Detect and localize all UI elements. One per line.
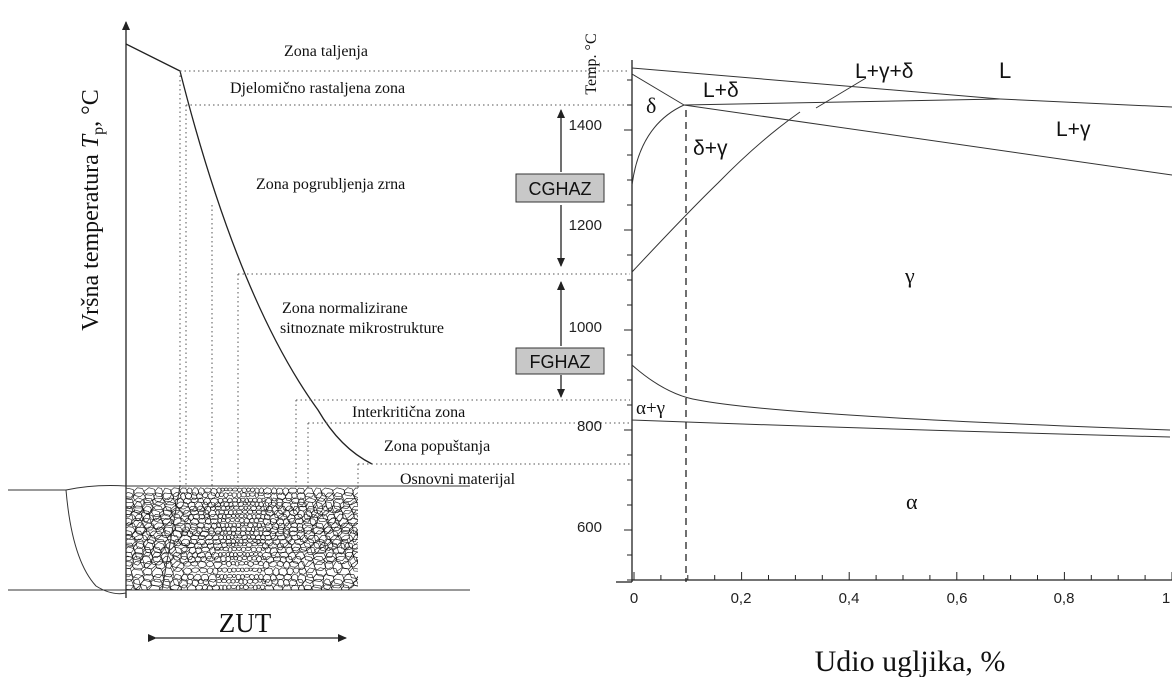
- cghaz-badge: [515, 173, 605, 203]
- gamma-boundary-curve: [631, 111, 801, 273]
- phase-delta-gamma-label: δ+γ: [693, 137, 728, 160]
- phase-l-gamma-label: L+γ: [1056, 118, 1091, 141]
- fghaz-label: FGHAZ: [530, 352, 591, 372]
- x-tick-label-0-8: 0,8: [1054, 590, 1075, 607]
- zut-label: ZUT: [219, 608, 272, 638]
- x-tick-label-0: 0: [630, 590, 638, 607]
- grain-microstructure: [126, 487, 358, 590]
- delta-gamma-start-curve: [631, 104, 685, 186]
- y-tick-label-1400: 1400: [569, 117, 602, 134]
- zone-normalizirane-label-2: sitnoznate mikrostrukture: [280, 320, 444, 337]
- zone-osnovni-label: Osnovni materijal: [400, 471, 516, 488]
- y-tick-label-1000: 1000: [569, 319, 602, 336]
- phase-y-axis-title: Temp. °C: [583, 33, 600, 94]
- gamma-solidus-line: [683, 104, 1172, 176]
- phase-gamma-label: γ: [904, 263, 915, 288]
- x-tick-label-0-4: 0,4: [839, 590, 860, 607]
- y-tick-label-800: 800: [577, 418, 602, 435]
- l-gamma-delta-pointer: [815, 77, 867, 109]
- zone-djelomicno-label: Djelomično rastaljena zona: [230, 80, 405, 97]
- phase-alpha-label: α: [906, 489, 918, 514]
- phase-l-gamma-delta-label: L+γ+δ: [855, 60, 913, 83]
- axis-ticks: [624, 79, 1172, 581]
- zone-interkriticna-label: Interkritična zona: [352, 404, 465, 421]
- phase-alpha-gamma-label: α+γ: [636, 398, 665, 419]
- a1-curve: [631, 419, 1171, 438]
- peritectic-line: [683, 98, 1001, 106]
- peak-temperature-curve: [125, 43, 373, 465]
- x-tick-label-0-6: 0,6: [947, 590, 968, 607]
- zone-pogrubljenja-label: Zona pogrubljenja zrna: [256, 176, 405, 193]
- phase-l-delta-label: L+δ: [703, 79, 739, 102]
- zone-taljenja-label: Zona taljenja: [284, 43, 368, 60]
- phase-diagram: Temp. °C 1400 1200 1000 800 600 0 0,2 0,…: [569, 33, 1172, 677]
- y-tick-label-600: 600: [577, 519, 602, 536]
- y-tick-label-1200: 1200: [569, 217, 602, 234]
- liquidus-line: [631, 67, 1001, 100]
- phase-x-axis-title: Udio ugljika, %: [815, 645, 1006, 677]
- a3-curve: [631, 364, 1171, 431]
- fghaz-badge: [515, 347, 605, 375]
- plate-cross-section: [8, 485, 470, 595]
- x-tick-label-0-2: 0,2: [731, 590, 752, 607]
- delta-solidus-line: [631, 73, 685, 106]
- left-y-axis-label: Vršna temperatura Tp, °C: [78, 89, 107, 330]
- zone-normalizirane-label-1: Zona normalizirane: [282, 300, 408, 317]
- phase-l-label: L: [999, 58, 1011, 83]
- phase-delta-label: δ: [646, 93, 656, 118]
- liquidus-l-gamma-line: [999, 98, 1172, 108]
- zone-popustanja-label: Zona popuštanja: [384, 438, 490, 455]
- cghaz-label: CGHAZ: [529, 179, 592, 199]
- x-tick-label-1: 1: [1162, 590, 1170, 607]
